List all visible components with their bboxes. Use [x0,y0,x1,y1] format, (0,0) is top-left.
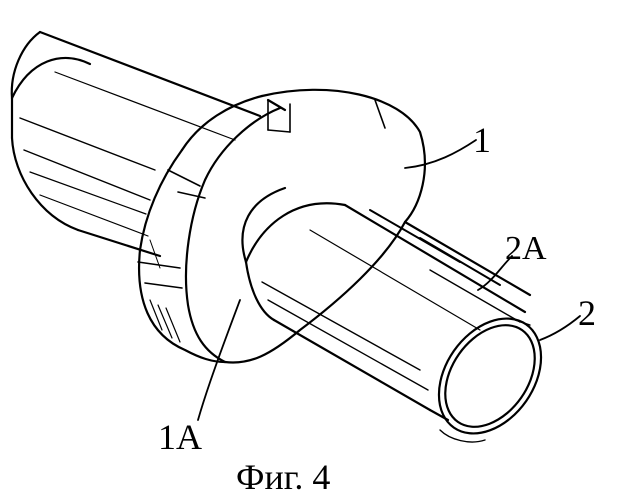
leader-2 [540,316,580,340]
label-tube: 2 [578,295,596,331]
tube-end-opening [418,299,562,453]
tube-front-section [246,203,530,420]
leader-lines [198,140,580,420]
figure-caption: Фиг. 4 [236,459,330,495]
label-flange: 1 [473,122,491,158]
label-tube-groove: 2A [505,232,547,266]
label-flange-bore: 1A [158,419,202,455]
tube-rear-section [12,32,260,256]
leader-1 [405,140,476,168]
leader-1a [198,300,240,420]
